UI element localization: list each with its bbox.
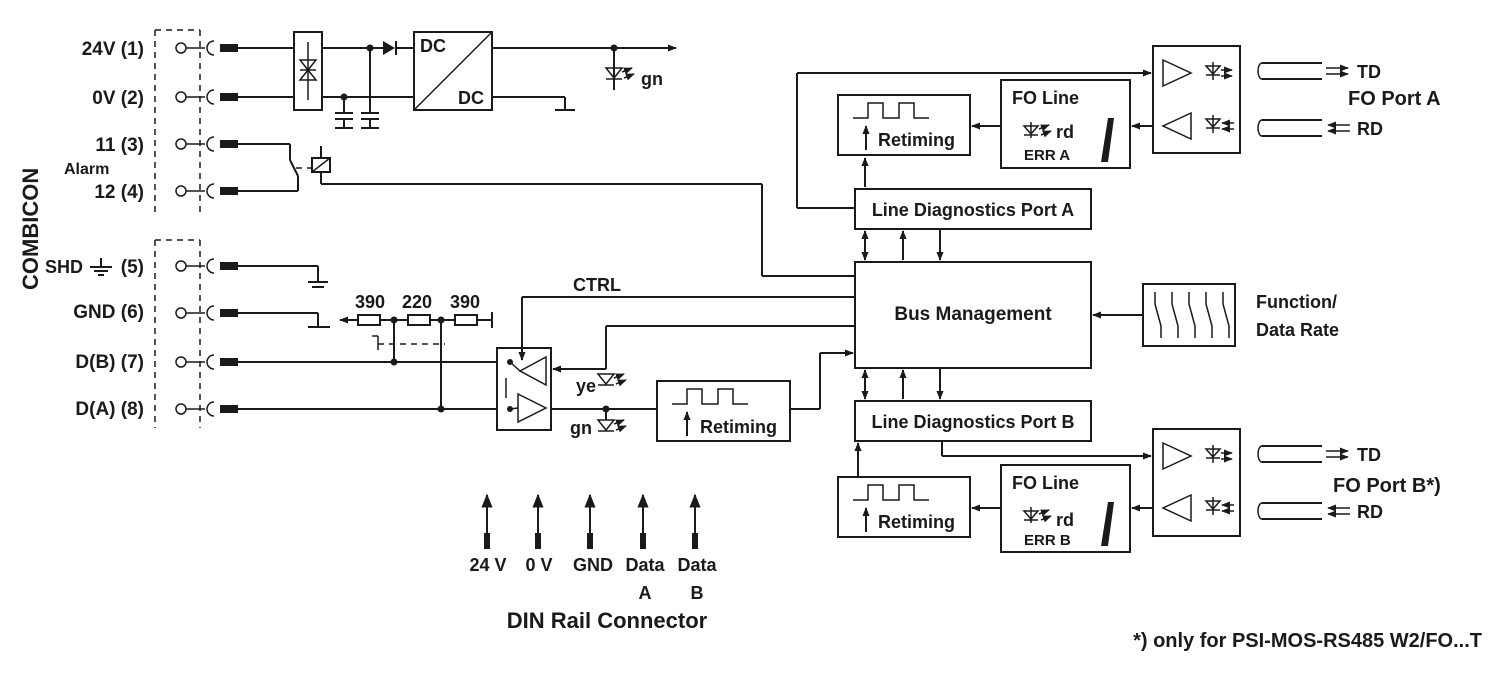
din-pin-data-a-label: Data — [625, 555, 665, 575]
terminal-2-label: 0V (2) — [92, 88, 144, 109]
resistor-1-label: 390 — [355, 292, 385, 312]
terminal-3-label: 11 (3) — [95, 135, 144, 156]
diode-icon — [383, 41, 397, 55]
fo-port-a-td-label: TD — [1357, 62, 1381, 82]
line-diagnostics-a-label: Line Diagnostics Port A — [872, 200, 1074, 220]
terminal-8-label: D(A) (8) — [75, 399, 144, 420]
din-rail-connector: 24 V 0 V GND Data A Data B DIN Rail Conn… — [469, 493, 717, 633]
filter-capacitors-icon — [335, 44, 379, 129]
din-pin-0v-label: 0 V — [525, 555, 552, 575]
din-rail-title: DIN Rail Connector — [507, 608, 708, 633]
din-pin-data-a-sub: A — [639, 583, 652, 603]
termination-resistors: 390 220 390 — [339, 292, 493, 413]
terminal-6-icon — [175, 305, 238, 321]
terminal-labels: 24V (1) 0V (2) 11 (3) Alarm 12 (4) SHD (… — [45, 39, 144, 420]
terminal-6-label: GND (6) — [73, 302, 144, 323]
din-pin-data-a: Data A — [625, 493, 665, 603]
terminal-4-label: 12 (4) — [94, 182, 144, 203]
terminal-7-icon — [175, 354, 238, 370]
power-led-label: gn — [641, 69, 663, 89]
resistor-3-label: 390 — [450, 292, 480, 312]
terminal-4-icon — [175, 183, 238, 199]
shield-ground-icon — [90, 258, 112, 276]
terminal-symbols — [175, 40, 238, 417]
din-pin-24v-label: 24 V — [469, 555, 506, 575]
surge-protection-icon — [293, 31, 323, 111]
resistor-2-label: 220 — [402, 292, 432, 312]
retiming-port-a: Retiming — [837, 94, 1001, 156]
fo-line-b: FO Line rd ERR B — [1000, 464, 1153, 553]
bus-management: Bus Management — [854, 261, 1092, 369]
din-pin-24v: 24 V — [469, 493, 507, 575]
alarm-label: Alarm — [64, 161, 109, 178]
fo-port-b-td-label: TD — [1357, 445, 1381, 465]
retiming-center: Retiming — [656, 349, 854, 442]
fo-line-b-title: FO Line — [1012, 473, 1079, 493]
din-pin-gnd: GND — [573, 493, 613, 575]
din-pin-data-b-label: Data — [677, 555, 717, 575]
fo-transceiver-a — [1152, 45, 1241, 154]
terminal-block-brackets — [154, 29, 201, 428]
dc-input-label: DC — [420, 36, 446, 56]
function-switches: Function/ Data Rate — [1092, 283, 1339, 347]
led-ye-label: ye — [576, 376, 596, 396]
fo-line-a-err-label: ERR A — [1024, 147, 1070, 164]
terminal-5-label: SHD — [45, 257, 83, 277]
fo-transceiver-b — [1152, 428, 1241, 537]
terminal-1-label: 24V (1) — [82, 39, 144, 60]
function-label-line2: Data Rate — [1256, 320, 1339, 340]
fo-port-a-rd-label: RD — [1357, 119, 1383, 139]
line-diagnostics-port-a: Line Diagnostics Port A — [796, 69, 1152, 261]
ctrl-line: CTRL — [518, 275, 855, 361]
din-pin-0v: 0 V — [525, 493, 553, 575]
dc-output-label: DC — [458, 88, 484, 108]
fo-line-a-title: FO Line — [1012, 88, 1079, 108]
line-diagnostics-port-b: Line Diagnostics Port B — [854, 368, 1152, 476]
din-pin-data-b: Data B — [677, 493, 717, 603]
alarm-relay — [238, 143, 855, 277]
function-label-line1: Function/ — [1256, 292, 1337, 312]
combicon-label: COMBICON — [18, 168, 43, 290]
retiming-port-a-label: Retiming — [878, 130, 955, 150]
power-led: gn — [604, 44, 663, 90]
fo-port-b-title: FO Port B*) — [1333, 475, 1441, 497]
ctrl-label: CTRL — [573, 275, 621, 295]
fo-line-b-led-label: rd — [1056, 510, 1074, 530]
fo-port-b-rd-label: RD — [1357, 502, 1383, 522]
terminal-5-number: (5) — [121, 257, 144, 278]
rs485-leds: ye gn — [551, 325, 855, 438]
din-pin-data-b-sub: B — [691, 583, 704, 603]
line-diagnostics-b-label: Line Diagnostics Port B — [871, 412, 1074, 432]
terminal-1-icon — [175, 40, 238, 56]
fo-port-a-title: FO Port A — [1348, 88, 1441, 110]
din-pin-gnd-label: GND — [573, 555, 613, 575]
rs485-transceiver — [496, 347, 552, 431]
terminal-2-icon — [175, 89, 238, 105]
retiming-port-b: Retiming — [837, 476, 1001, 538]
fo-line-b-err-label: ERR B — [1024, 532, 1071, 549]
rs485-wiring — [238, 265, 497, 410]
retiming-port-b-label: Retiming — [878, 512, 955, 532]
fo-line-a-led-label: rd — [1056, 122, 1074, 142]
terminal-8-icon — [175, 401, 238, 417]
bus-management-label: Bus Management — [894, 304, 1052, 325]
terminal-7-label: D(B) (7) — [75, 352, 144, 373]
dc-dc-converter: DC DC — [413, 31, 493, 111]
terminal-3-icon — [175, 136, 238, 152]
retiming-center-label: Retiming — [700, 417, 777, 437]
fo-line-a: FO Line rd ERR A — [1000, 79, 1153, 169]
fo-port-b: TD FO Port B*) RD — [1257, 445, 1441, 522]
footnote: *) only for PSI-MOS-RS485 W2/FO...T — [1133, 630, 1482, 652]
terminal-5-icon — [175, 258, 238, 274]
fo-port-a: TD FO Port A RD — [1257, 62, 1441, 139]
led-gn-label: gn — [570, 418, 592, 438]
